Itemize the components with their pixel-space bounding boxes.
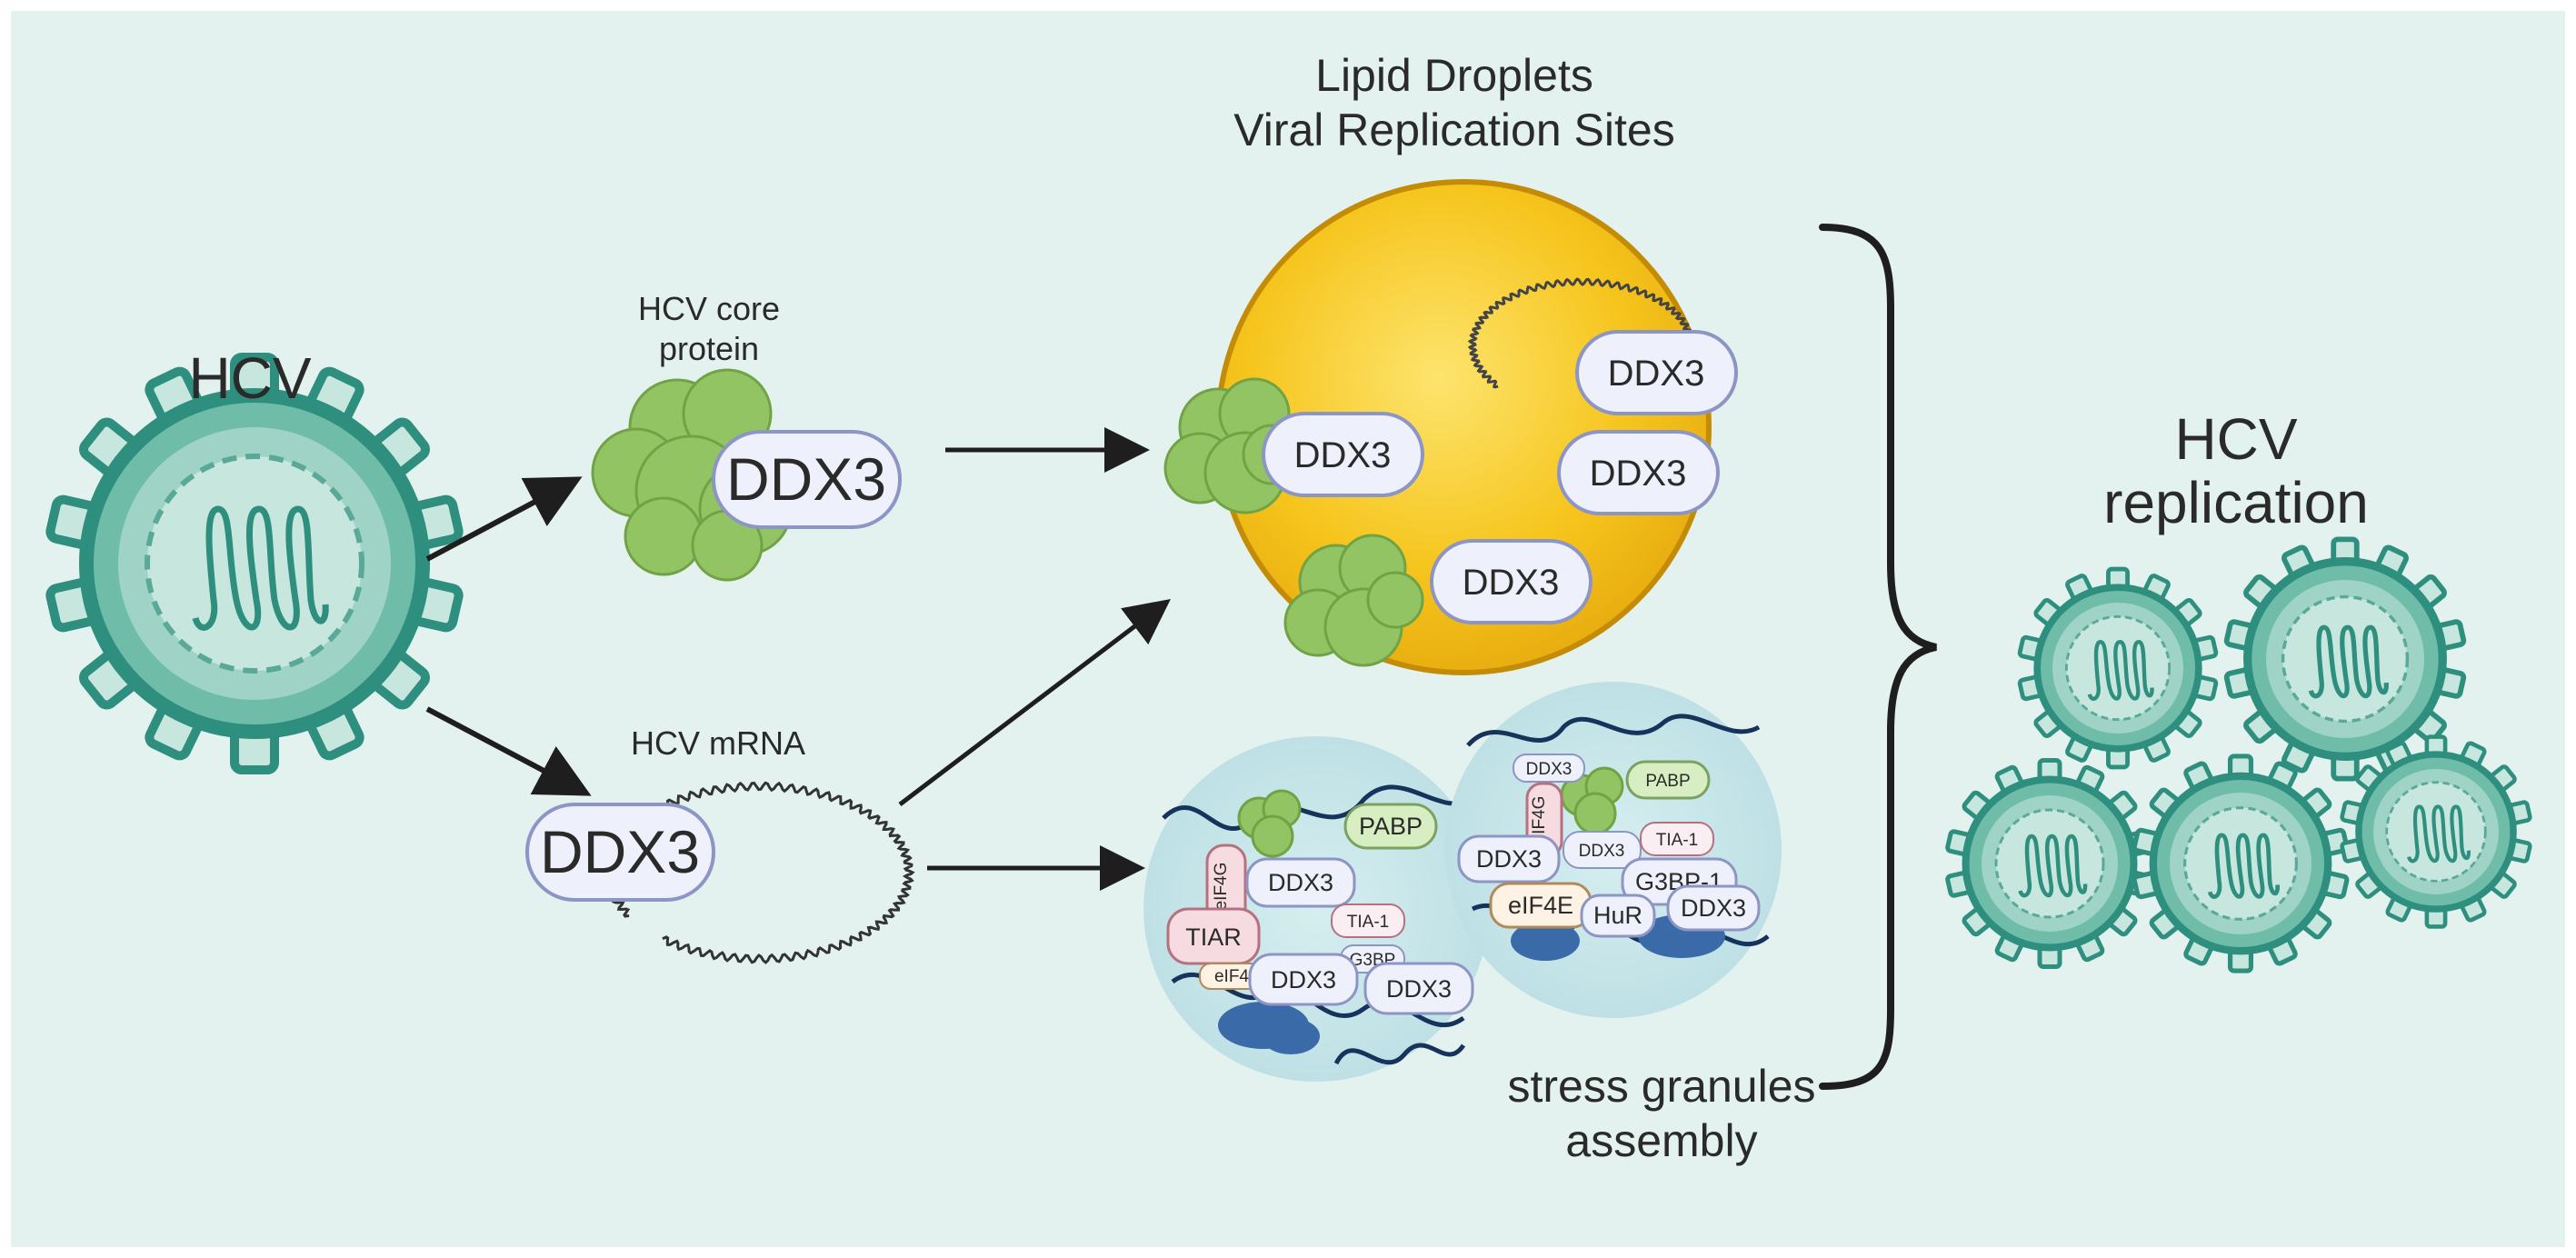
lipid-core-protein-2 [1283, 534, 1424, 667]
replicated-virion-2 [2223, 536, 2467, 782]
lipid-title-line1: Lipid Droplets [1315, 50, 1593, 101]
ddx3-mrna-label: DDX3 [540, 818, 700, 885]
ddx3-pill-mrna: DDX3 [525, 803, 715, 902]
svg-text:PABP: PABP [1359, 813, 1423, 840]
svg-text:DDX3: DDX3 [1386, 975, 1452, 1003]
svg-text:DDX3: DDX3 [1476, 845, 1542, 873]
svg-text:HuR: HuR [1593, 902, 1642, 929]
svg-text:DDX3: DDX3 [1268, 869, 1333, 896]
ddx3-lipid-4-label: DDX3 [1463, 563, 1560, 603]
svg-text:TIA-1: TIA-1 [1347, 913, 1389, 932]
viral-rna-coil [192, 505, 329, 631]
ddx3-pill-lipid-3: DDX3 [1557, 430, 1720, 515]
arrow-mrna-to-lipid [898, 598, 1171, 806]
replicated-virion-3 [1945, 758, 2154, 969]
arrow-to-core-protein [425, 476, 583, 562]
svg-text:DDX3: DDX3 [1579, 842, 1625, 861]
svg-text:DDX3: DDX3 [1526, 760, 1573, 779]
ddx3-pill-lipid-1: DDX3 [1262, 412, 1424, 497]
replicated-virion-1 [2017, 566, 2219, 770]
replicated-virion-5 [2340, 734, 2532, 929]
ddx3-pill-lipid-4: DDX3 [1430, 539, 1593, 624]
hcv-virion-large [45, 353, 464, 774]
stress-granule-left: eIF4G PABP DDX3 TIA-1 TIAR G3BP eIF4 DDX… [1143, 736, 1489, 1082]
stress-granule-right: DDX3 eIF4G PABP DDX3 DDX3 TIA-1 G3BP-1 e… [1445, 682, 1782, 1018]
lipid-title-line2: Viral Replication Sites [1233, 105, 1674, 155]
svg-text:eIF4G: eIF4G [1530, 796, 1549, 844]
ddx3-pill-lipid-2: DDX3 [1575, 330, 1738, 415]
replication-label-line2: replication [2103, 470, 2369, 535]
core-protein-label-line1: HCV core [638, 290, 780, 327]
svg-text:eIF4G: eIF4G [1212, 863, 1231, 911]
ddx3-lipid-3-label: DDX3 [1590, 454, 1687, 494]
core-protein-label-line2: protein [659, 330, 759, 367]
replicated-virions [1945, 536, 2532, 973]
svg-text:TIA-1: TIA-1 [1656, 831, 1698, 850]
ddx3-lipid-2-label: DDX3 [1608, 354, 1705, 394]
mrna-label: HCV mRNA [631, 724, 805, 762]
ddx3-pill-core: DDX3 [712, 430, 902, 529]
replication-label-line1: HCV [2174, 406, 2297, 472]
stress-granules-label-line2: assembly [1565, 1115, 1757, 1166]
svg-text:PABP: PABP [1645, 772, 1690, 791]
stress-granules-label-line1: stress granules [1507, 1061, 1815, 1112]
svg-text:DDX3: DDX3 [1681, 894, 1746, 922]
replicated-virion-4 [2132, 754, 2350, 973]
svg-text:TIAR: TIAR [1185, 924, 1242, 951]
svg-text:eIF4E: eIF4E [1508, 892, 1573, 919]
ddx3-lipid-1-label: DDX3 [1294, 435, 1392, 475]
ddx3-core-label: DDX3 [726, 445, 886, 513]
arrow-to-mrna [425, 706, 592, 796]
svg-text:DDX3: DDX3 [1271, 966, 1336, 993]
grouping-brace [1819, 224, 1937, 1090]
hcv-label: HCV [188, 345, 311, 411]
svg-text:eIF4: eIF4 [1214, 967, 1249, 986]
